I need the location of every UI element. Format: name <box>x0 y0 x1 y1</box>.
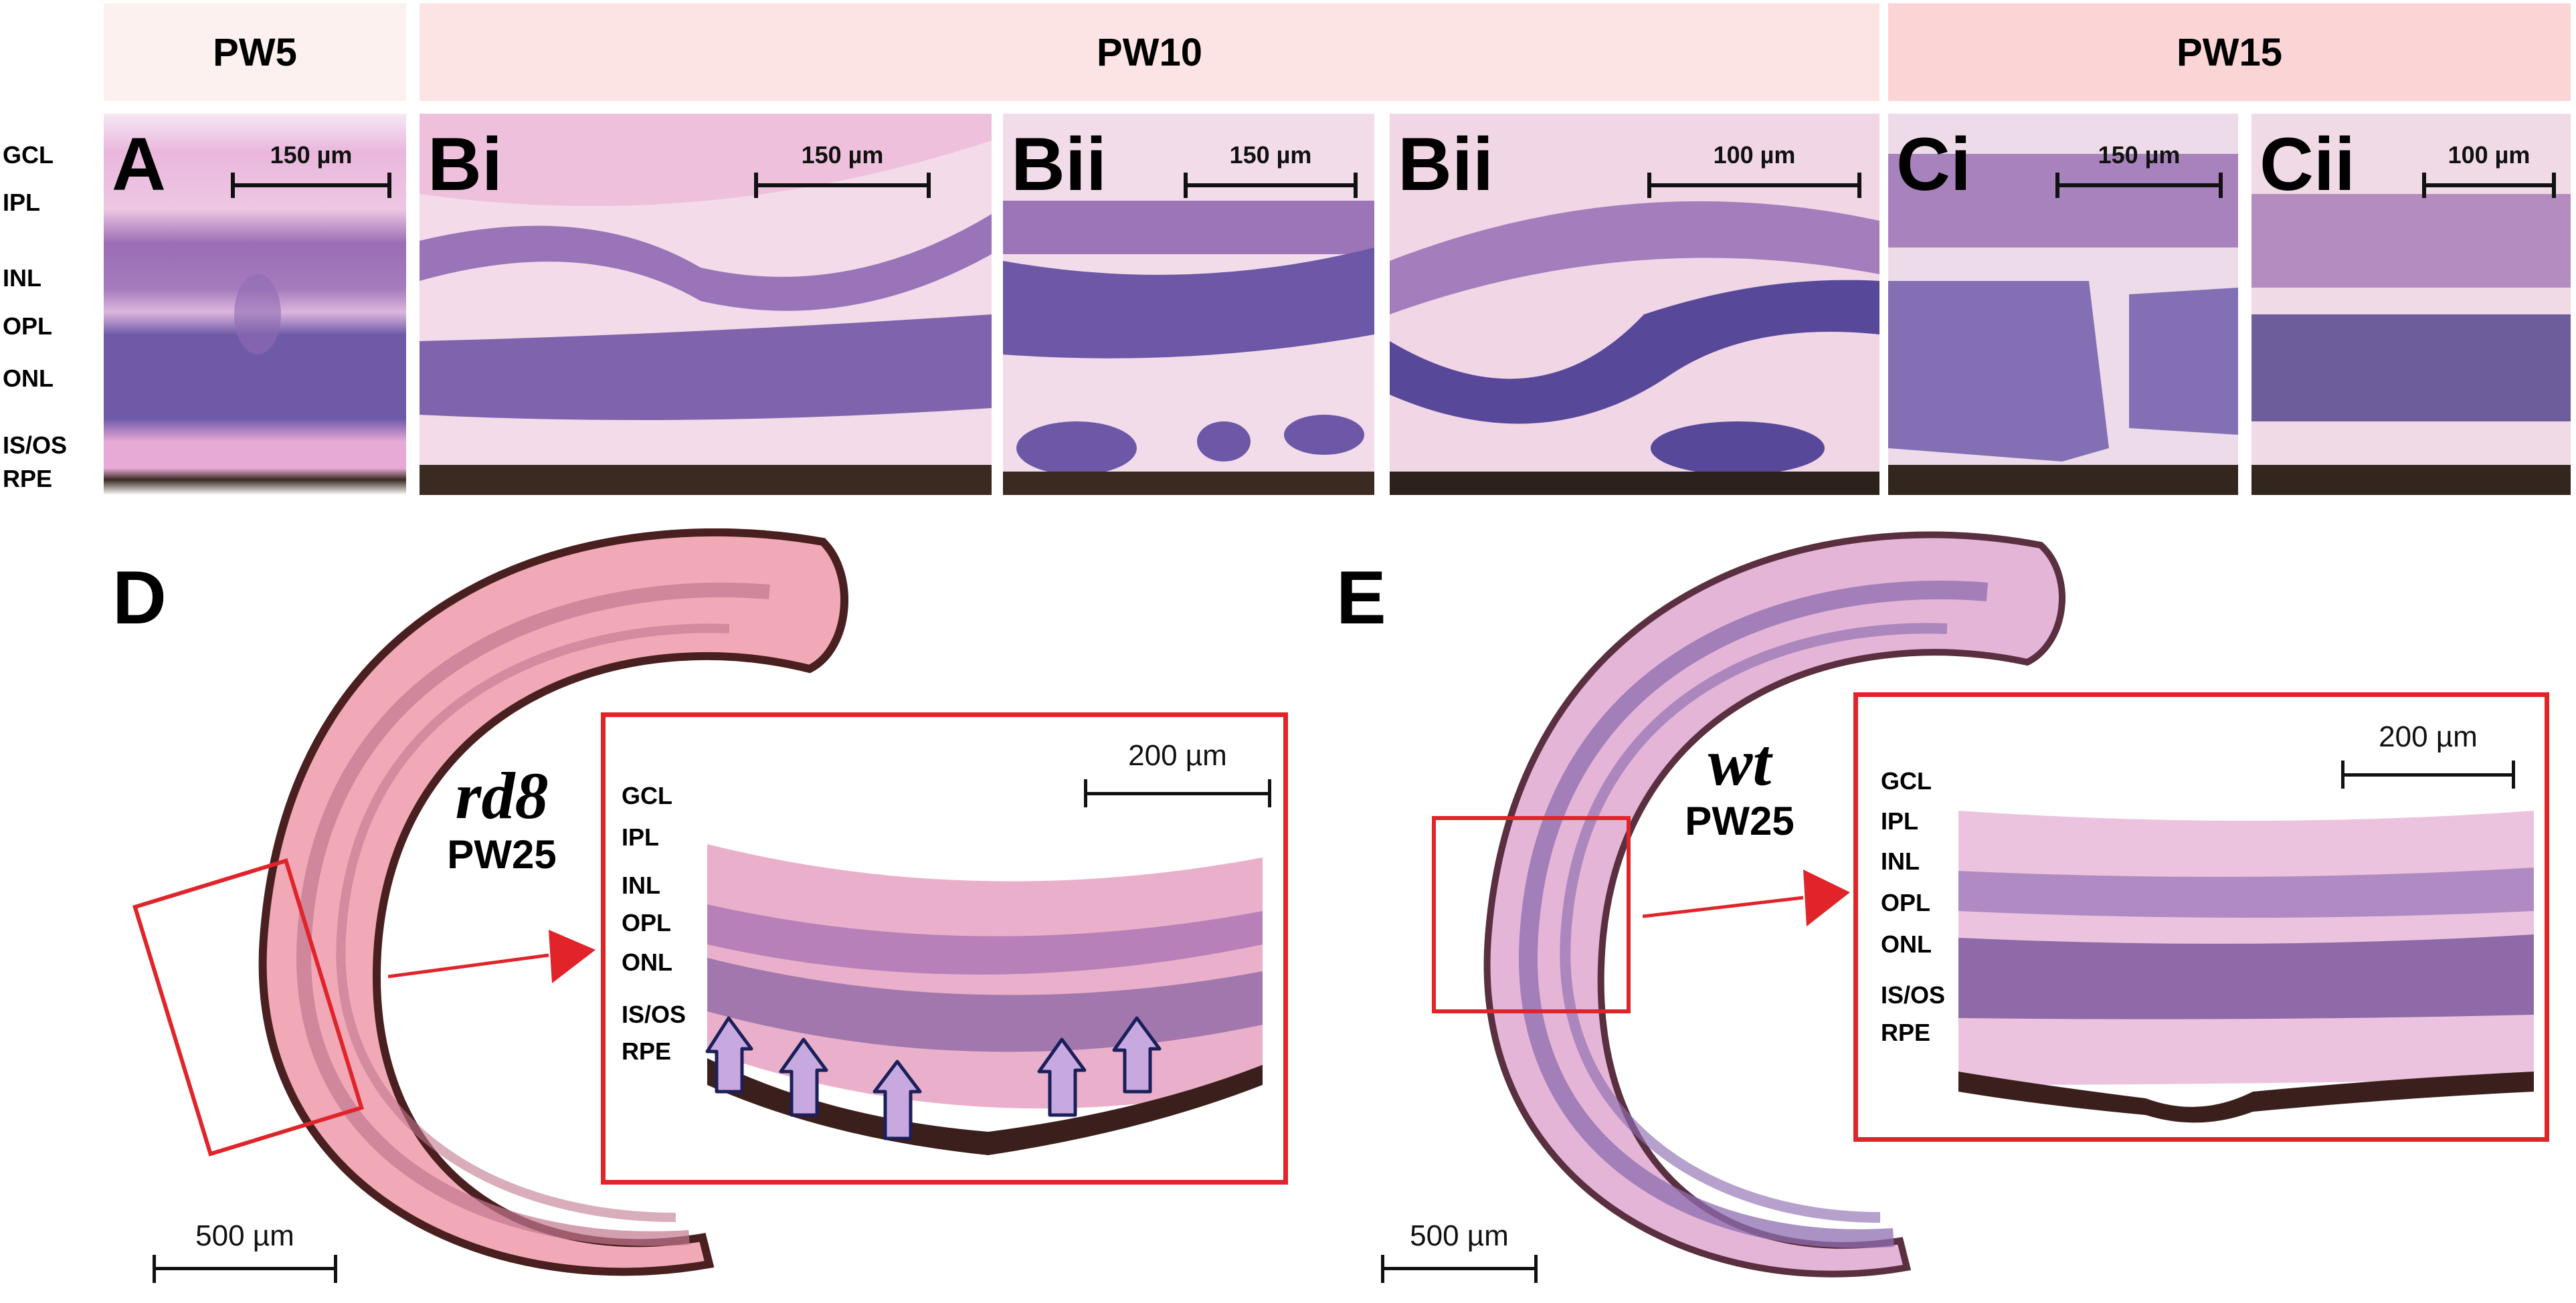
layer-label-opl: OPL <box>3 312 53 340</box>
inset-e-label-opl: OPL <box>1881 889 1931 916</box>
inset-d-label-gcl: GCL <box>622 782 672 809</box>
scale-bar-bii-150: 150 µm <box>1184 143 1358 198</box>
inset-d-label-onl: ONL <box>622 948 672 976</box>
inset-d-label-rpe: RPE <box>622 1037 672 1065</box>
header-pw10: PW10 <box>420 3 1879 101</box>
panel-bii-100: Bii 100 µm <box>1390 114 1879 495</box>
scale-bar-a: 150 µm <box>231 143 391 198</box>
inset-e-scale-bar: 200 µm <box>2341 722 2515 796</box>
panel-cii: Cii 100 µm <box>2251 114 2571 495</box>
panel-letter-bi: Bi <box>428 122 502 206</box>
panel-letter-bii-100: Bii <box>1398 122 1494 206</box>
layer-label-ipl: IPL <box>3 189 41 216</box>
panel-letter-cii: Cii <box>2260 122 2356 206</box>
up-arrow-icon <box>1037 1037 1087 1117</box>
histology-image-bii-100 <box>1390 114 1879 495</box>
histology-image-bi <box>420 114 992 495</box>
panel-ci: Ci 150 µm <box>1888 114 2238 495</box>
inset-d: GCL IPL INL OPL ONL IS/OS RPE 200 µm <box>601 712 1288 1185</box>
up-arrow-icon <box>1112 1016 1162 1094</box>
histology-image-cii <box>2251 114 2571 495</box>
degeneration-arrows <box>705 1016 1162 1140</box>
up-arrow-icon <box>779 1037 828 1117</box>
up-arrow-icon <box>872 1060 922 1140</box>
header-pw5: PW5 <box>104 3 406 101</box>
inset-d-label-opl: OPL <box>622 909 672 936</box>
header-pw15: PW15 <box>1888 3 2571 101</box>
inset-d-label-inl: INL <box>622 872 660 899</box>
up-arrow-icon <box>705 1016 753 1094</box>
scale-bar-bi: 150 µm <box>754 143 931 198</box>
inset-e: GCL IPL INL OPL ONL IS/OS RPE 200 µm <box>1853 692 2549 1142</box>
inset-d-label-ipl: IPL <box>622 823 660 851</box>
inset-d-scale-bar: 200 µm <box>1084 741 1271 815</box>
layer-label-inl: INL <box>3 264 41 292</box>
overview-scale-bar-d: 500 µm <box>153 1221 337 1295</box>
scale-bar-ci: 150 µm <box>2055 143 2223 198</box>
eyecup-overview-wt <box>1483 531 2066 1278</box>
inset-e-label-inl: INL <box>1881 847 1920 875</box>
inset-e-label-rpe: RPE <box>1881 1019 1931 1046</box>
age-label-d: PW25 <box>447 832 557 877</box>
inset-e-label-ipl: IPL <box>1881 807 1919 835</box>
layer-label-isos: IS/OS <box>3 431 68 459</box>
inset-e-label-onl: ONL <box>1881 930 1932 958</box>
arrow-right-icon <box>388 930 595 983</box>
inset-e-label-gcl: GCL <box>1881 767 1932 795</box>
histology-image-bii-150 <box>1003 114 1374 495</box>
layer-label-onl: ONL <box>3 365 54 392</box>
panel-letter-e: E <box>1336 556 1386 639</box>
panel-bi: Bi 150 µm <box>420 114 992 495</box>
roi-box-e <box>1432 816 1631 1013</box>
layer-label-gcl: GCL <box>3 141 54 169</box>
scale-bar-cii: 100 µm <box>2422 143 2556 198</box>
genotype-label-wt: wt <box>1708 725 1772 799</box>
age-label-e: PW25 <box>1685 799 1795 843</box>
panel-letter-a: A <box>112 122 166 206</box>
scale-bar-bii-100: 100 µm <box>1647 143 1861 198</box>
arrow-right-icon <box>1643 870 1850 926</box>
panel-letter-bii-150: Bii <box>1011 122 1107 206</box>
layer-label-rpe: RPE <box>3 465 53 492</box>
inset-histology-wt <box>1958 811 2534 1123</box>
histology-image-a <box>104 114 406 495</box>
eyecup-overview-rd8 <box>258 528 849 1276</box>
overview-scale-bar-e: 500 µm <box>1381 1221 1538 1295</box>
inset-e-label-isos: IS/OS <box>1881 981 1946 1009</box>
panel-letter-ci: Ci <box>1896 122 1971 206</box>
panel-bii-150: Bii 150 µm <box>1003 114 1374 495</box>
inset-d-label-isos: IS/OS <box>622 1001 686 1028</box>
panel-letter-d: D <box>112 556 167 639</box>
panel-a: A 150 µm <box>104 114 406 495</box>
genotype-label-rd8: rd8 <box>455 759 549 833</box>
histology-image-ci <box>1888 114 2238 495</box>
